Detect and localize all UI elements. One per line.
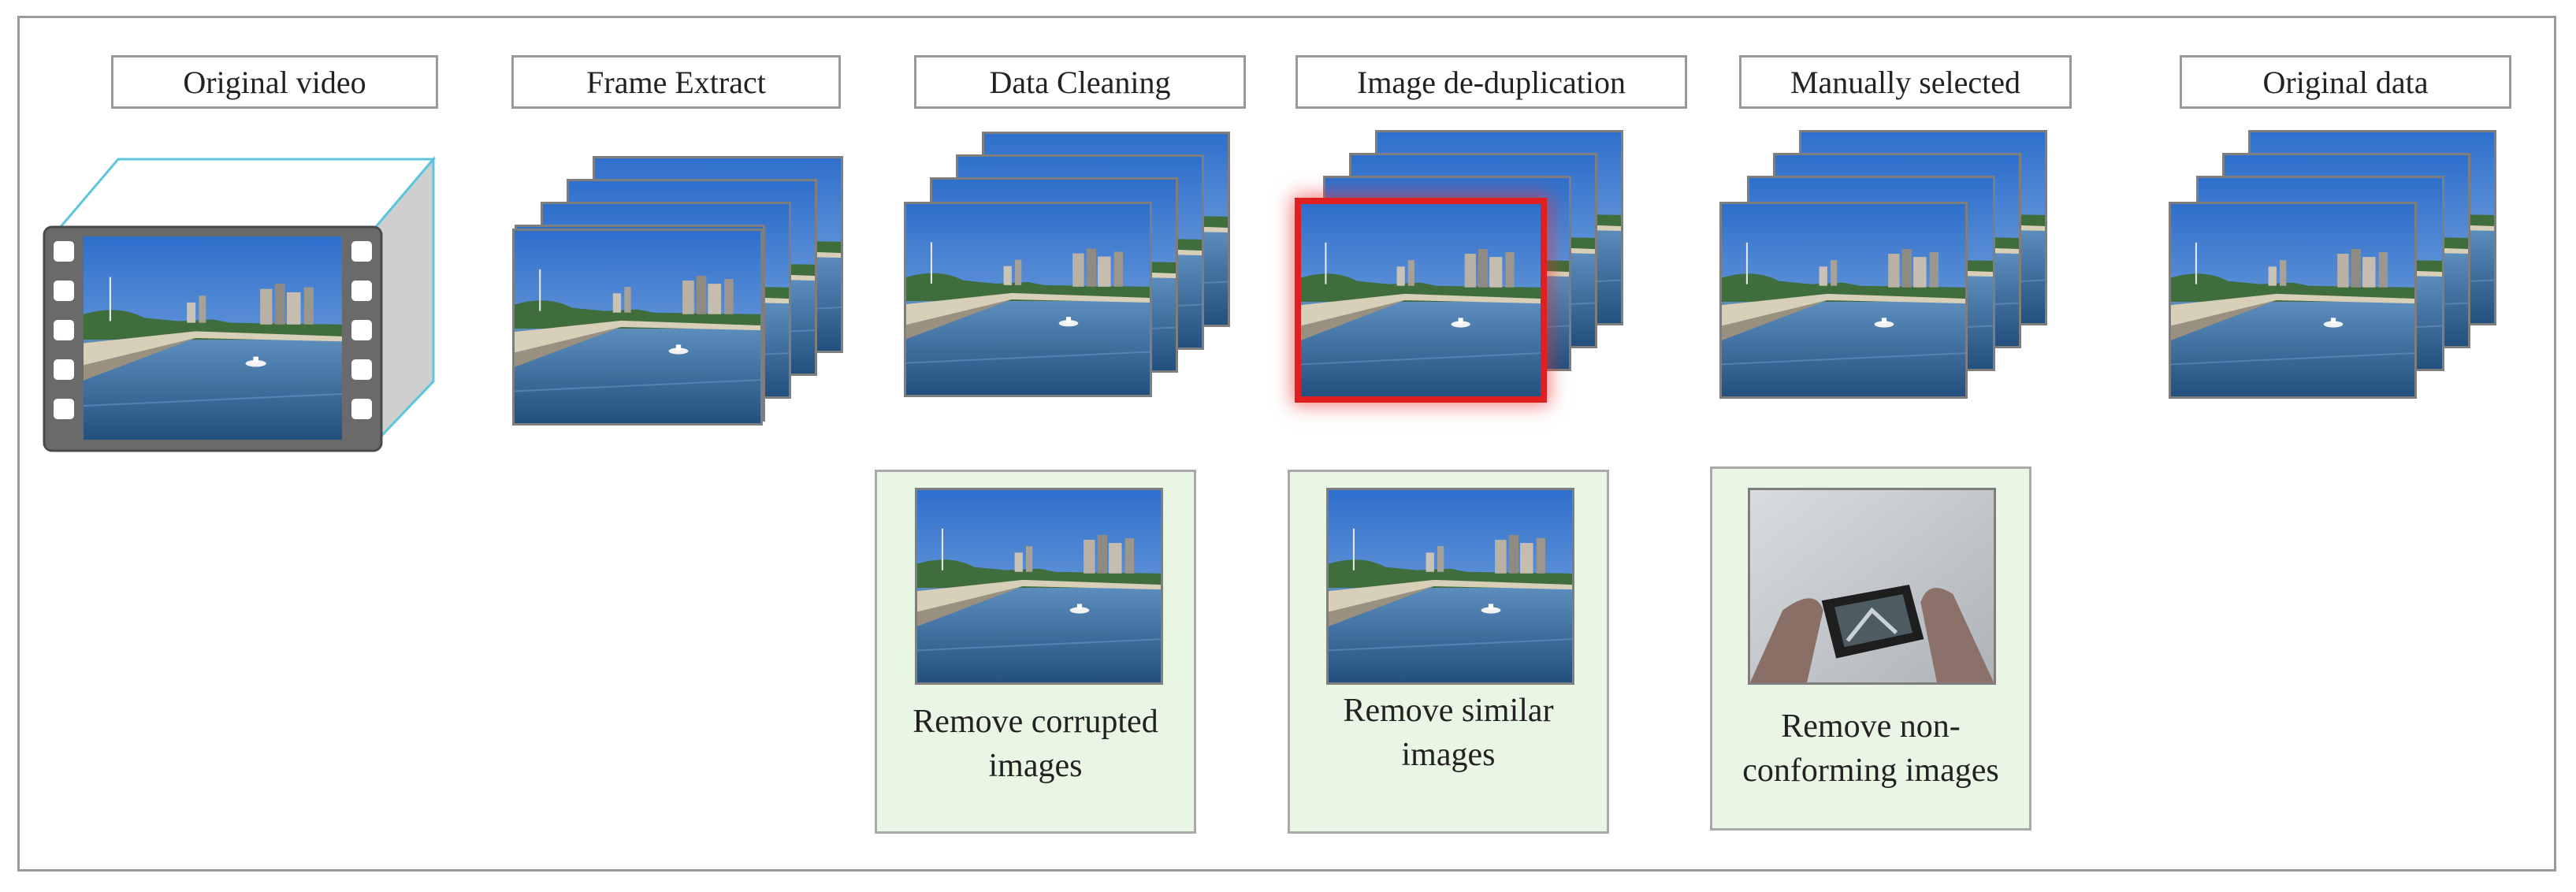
duplicate-highlight bbox=[1299, 202, 1543, 399]
stage-label-original-video: Original video bbox=[111, 55, 438, 109]
filter-card-corrupted: Remove corrupted images bbox=[875, 470, 1196, 834]
stage-label-frame-extract: Frame Extract bbox=[511, 55, 841, 109]
similar-example-image bbox=[1326, 488, 1574, 685]
frame-thumbnail bbox=[1719, 202, 1968, 399]
stage-label-manually-selected: Manually selected bbox=[1739, 55, 2072, 109]
video-file-icon bbox=[39, 154, 449, 454]
frame-thumbnail bbox=[904, 202, 1152, 397]
filter-caption-line2: images bbox=[1401, 737, 1496, 773]
filter-card-similar: Remove similar images bbox=[1288, 470, 1609, 834]
frame-thumbnail bbox=[512, 229, 763, 426]
filter-caption-line1: Remove non- bbox=[1781, 708, 1961, 745]
filter-caption-line2: images bbox=[988, 748, 1083, 784]
filter-caption-line2: conforming images bbox=[1742, 753, 1999, 789]
stage-label-data-cleaning: Data Cleaning bbox=[914, 55, 1246, 109]
non-conforming-example-image bbox=[1748, 488, 1996, 685]
stage-label-image-deduplication: Image de-duplication bbox=[1295, 55, 1687, 109]
corrupted-example-image bbox=[915, 488, 1163, 685]
diagram-frame bbox=[17, 16, 2556, 872]
frame-thumbnail bbox=[2169, 202, 2417, 399]
filter-caption-line1: Remove similar bbox=[1343, 693, 1554, 729]
stage-label-original-data: Original data bbox=[2180, 55, 2511, 109]
filter-caption-line1: Remove corrupted bbox=[913, 704, 1158, 740]
filter-card-non-conforming: Remove non- conforming images bbox=[1710, 466, 2031, 831]
